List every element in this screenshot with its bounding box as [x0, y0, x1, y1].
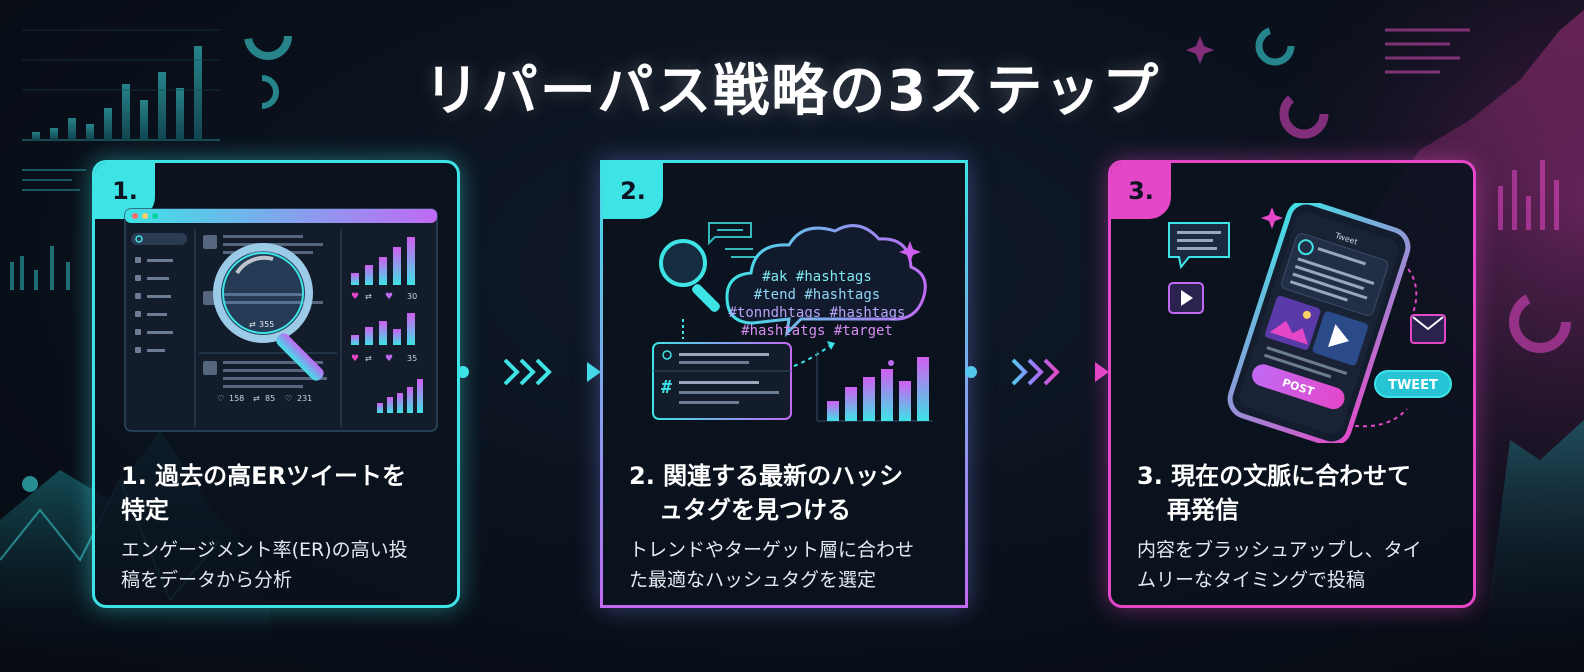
analytics-dashboard-illustration: ♡ 158 ⇄ 85 ♡ 231 ♥ ⇄ ♥ 30 ♥ ⇄ ♥ 35 ⇄ 355 [124, 208, 438, 432]
svg-text:⇄: ⇄ [365, 292, 372, 301]
step-card-3: 3. Tweet [1108, 160, 1476, 608]
step-title-line: 2. 関連する最新のハッシ [629, 462, 904, 490]
step-title: 3. 現在の文脈に合わせて 再発信 [1137, 459, 1457, 527]
svg-text:♥: ♥ [351, 292, 359, 302]
page-title: リパーパス戦略の3ステップ [423, 59, 1161, 124]
hashtag-icon: # [661, 377, 672, 398]
step-title-line: 特定 [121, 496, 169, 524]
step-description: 内容をブラッシュアップし、タイ ムリーなタイミングで投稿 [1137, 535, 1457, 595]
step-description-line: 内容をブラッシュアップし、タイ [1137, 539, 1422, 561]
step-description-line: 稿をデータから分析 [121, 569, 293, 591]
magnifier-icon: ⇄ 355 [213, 243, 324, 381]
svg-text:♥: ♥ [385, 354, 393, 364]
step-badge: 2. [603, 163, 663, 219]
svg-text:158: 158 [229, 394, 244, 403]
svg-text:30: 30 [407, 292, 417, 301]
search-icon [135, 235, 143, 243]
step-title: 2. 関連する最新のハッシ ュタグを見つける [629, 459, 949, 527]
hashtag-research-illustration: #ak #hashtags #tend #hashtags #tonndhtag… [652, 222, 933, 422]
svg-text:#tonndhtags #hashtags: #tonndhtags #hashtags [728, 305, 905, 321]
post-button-graphic [1252, 364, 1345, 410]
tweet-label [1374, 370, 1452, 398]
step-card-2: 2. #ak #hashtags #tend #hashtags #tonndh… [600, 160, 968, 608]
sparkle-icon [1261, 207, 1283, 229]
svg-text:TWEET: TWEET [1388, 378, 1438, 393]
play-icon [1168, 282, 1204, 314]
mail-icon [1410, 314, 1446, 344]
svg-text:⇄: ⇄ [249, 320, 256, 329]
svg-text:35: 35 [407, 354, 417, 363]
svg-text:♥: ♥ [351, 354, 359, 364]
arrow-icon [457, 358, 601, 386]
svg-text:355: 355 [259, 320, 274, 329]
step-title-line: 再発信 [1167, 496, 1239, 524]
step-title-line: 1. 過去の高ERツイートを [121, 462, 407, 490]
smartphone-post-illustration: Tweet POST TWEET [1168, 203, 1452, 443]
step-card-1: 1. [92, 160, 460, 608]
step-title-line: 3. 現在の文脈に合わせて [1137, 462, 1412, 490]
step-description: エンゲージメント率(ER)の高い投 稿をデータから分析 [121, 535, 441, 595]
svg-text:231: 231 [297, 394, 312, 403]
svg-text:♡: ♡ [285, 394, 292, 403]
step-description-line: た最適なハッシュタグを選定 [629, 569, 877, 591]
step-description-line: トレンドやターゲット層に合わせ [629, 539, 915, 561]
svg-text:#hashtatgs #target: #hashtatgs #target [741, 323, 893, 339]
svg-text:#ak #hashtags: #ak #hashtags [762, 269, 872, 285]
step-description-line: ムリーなタイミングで投稿 [1137, 569, 1366, 591]
svg-text:⇄: ⇄ [253, 394, 260, 403]
svg-text:⇄: ⇄ [365, 354, 372, 363]
svg-text:85: 85 [265, 394, 275, 403]
svg-text:♥: ♥ [385, 292, 393, 302]
arrow-icon [965, 358, 1109, 386]
step-badge: 3. [1111, 163, 1171, 219]
svg-text:#tend #hashtags: #tend #hashtags [754, 287, 880, 303]
sparkle-icon [899, 241, 921, 263]
step-title-line: ュタグを見つける [659, 496, 851, 524]
step-description: トレンドやターゲット層に合わせ た最適なハッシュタグを選定 [629, 535, 949, 595]
search-icon [659, 239, 720, 312]
step-description-line: エンゲージメント率(ER)の高い投 [121, 539, 408, 561]
svg-text:♡: ♡ [217, 394, 224, 403]
step-badge: 1. [95, 163, 155, 219]
hashtag-cloud [725, 224, 927, 338]
step-title: 1. 過去の高ERツイートを 特定 [121, 459, 441, 527]
chat-bubble-icon [1168, 222, 1230, 270]
